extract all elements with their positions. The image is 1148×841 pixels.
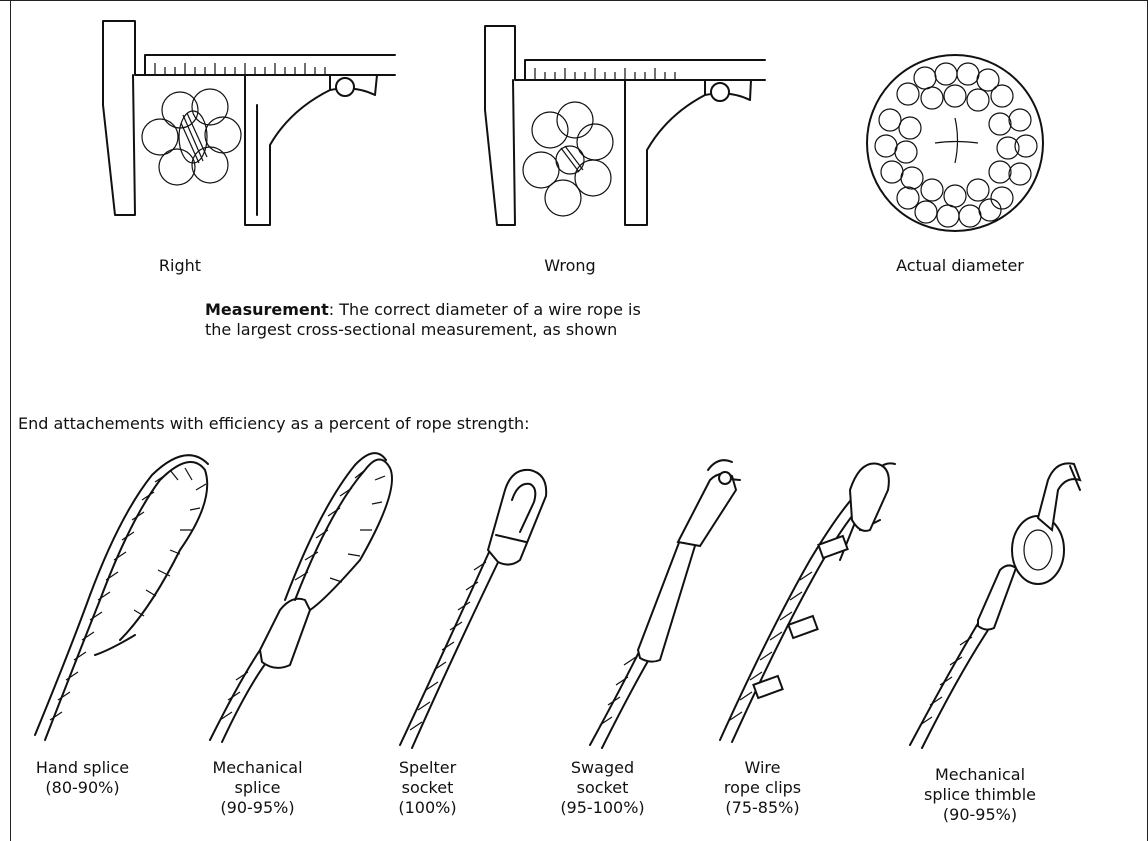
caliper-right-illustration [95,15,395,230]
caption-right: Right [130,256,230,276]
spelter-socket-efficiency: (100%) [355,798,500,818]
caption-wrong: Wrong [520,256,620,276]
caption-swaged-socket: Swaged socket (95-100%) [530,758,675,818]
hand-splice-efficiency: (80-90%) [10,778,155,798]
caliper-wrong-illustration [475,20,765,245]
swaged-socket-efficiency: (95-100%) [530,798,675,818]
caption-mechanical-splice-thimble: Mechanical splice thimble (90-95%) [895,765,1065,825]
thimble-name-1: Mechanical [895,765,1065,785]
caption-spelter-socket: Spelter socket (100%) [355,758,500,818]
mechanical-splice-thimble-illustration [890,450,1090,750]
wire-rope-clips-name-2: rope clips [690,778,835,798]
attachments-heading: End attachements with efficiency as a pe… [18,414,818,434]
spelter-socket-name-1: Spelter [355,758,500,778]
mechanical-splice-name-1: Mechanical [185,758,330,778]
mechanical-splice-efficiency: (90-95%) [185,798,330,818]
note-line1: : The correct diameter of a wire rope is [329,300,641,319]
wire-rope-clips-name-1: Wire [690,758,835,778]
swaged-socket-name-2: socket [530,778,675,798]
caption-wire-rope-clips: Wire rope clips (75-85%) [690,758,835,818]
wire-rope-clips-illustration [700,450,900,750]
measurement-note: Measurement: The correct diameter of a w… [205,300,725,340]
caption-mechanical-splice: Mechanical splice (90-95%) [185,758,330,818]
thimble-efficiency: (90-95%) [895,805,1065,825]
hand-splice-illustration [20,450,210,750]
left-border [10,0,11,841]
wire-rope-clips-efficiency: (75-85%) [690,798,835,818]
spelter-socket-name-2: socket [355,778,500,798]
note-bold: Measurement [205,300,329,319]
spelter-socket-illustration [380,450,570,750]
thimble-name-2: splice thimble [895,785,1065,805]
swaged-socket-name-1: Swaged [530,758,675,778]
caption-actual-diameter: Actual diameter [870,256,1050,276]
caption-hand-splice: Hand splice (80-90%) [10,758,155,798]
note-line2: the largest cross-sectional measurement,… [205,320,617,339]
rope-cross-section-illustration [860,48,1050,238]
mechanical-splice-illustration [200,450,390,750]
mechanical-splice-name-2: splice [185,778,330,798]
hand-splice-name: Hand splice [10,758,155,778]
